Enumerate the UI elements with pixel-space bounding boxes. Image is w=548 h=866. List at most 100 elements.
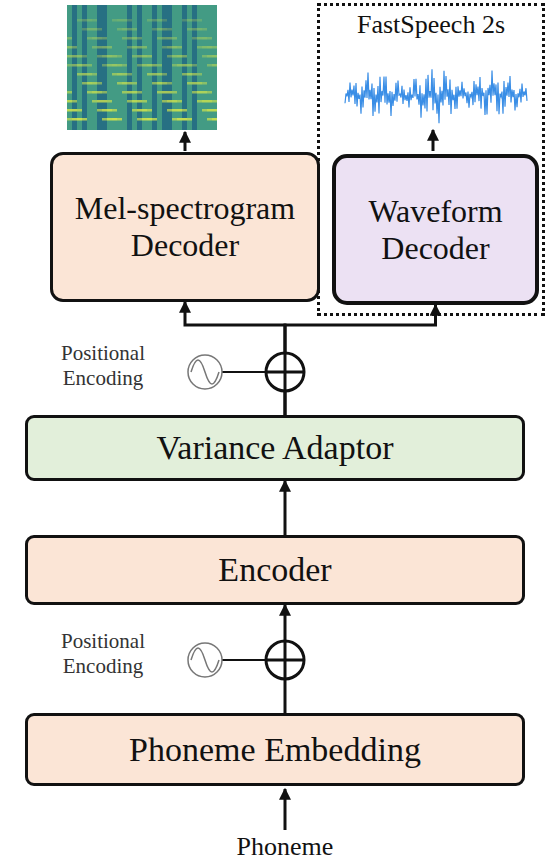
spectrogram-cell (127, 46, 132, 49)
spectrogram-cell (97, 55, 102, 58)
spectrogram-cell (97, 100, 102, 103)
spectrogram-cell (82, 28, 87, 31)
spectrogram-cell (132, 28, 137, 31)
spectrogram-cell (142, 100, 147, 103)
spectrogram-cell (107, 118, 112, 121)
dashed-group-box: FastSpeech 2sWaveform Decoder (317, 3, 545, 316)
box-text: Mel-spectrogram Decoder (63, 190, 307, 264)
spectrogram-cell (117, 28, 122, 31)
box-text: Encoder (218, 550, 331, 589)
spectrogram-cell (152, 19, 157, 22)
spectrogram-cell (132, 55, 137, 58)
spectrogram-cell (112, 64, 117, 67)
spectrogram-cell (212, 64, 217, 67)
spectrogram-cell (92, 5, 97, 130)
spectrogram-cell (142, 118, 147, 121)
spectrogram-cell (67, 109, 72, 112)
flow-arrow (284, 605, 287, 713)
spectrogram-cell (102, 109, 107, 112)
spectrogram-cell (67, 5, 217, 130)
process-box: Phoneme Embedding (25, 713, 525, 786)
spectrogram-cell (182, 118, 187, 121)
spectrogram-cell (152, 82, 157, 85)
spectrogram-cell (92, 91, 97, 94)
spectrogram-cell (197, 37, 202, 40)
spectrogram-cell (117, 118, 122, 121)
spectrogram-cell (192, 73, 197, 76)
spectrogram-cell (212, 118, 217, 121)
spectrogram-cell (157, 19, 162, 22)
spectrogram-cell (97, 28, 102, 31)
spectrogram-cell (162, 5, 167, 130)
spectrogram-cell (142, 55, 147, 58)
spectrogram-cell (152, 64, 157, 67)
spectrogram-cell (162, 37, 167, 40)
spectrogram-cell (72, 109, 77, 112)
spectrogram-cell (167, 37, 172, 40)
spectrogram-cell (122, 73, 127, 76)
spectrogram-cell (157, 28, 162, 31)
spectrogram-cell (182, 5, 187, 130)
spectrogram-cell (212, 109, 217, 112)
spectrogram-cell (172, 64, 177, 67)
spectrogram-cell (97, 37, 102, 40)
spectrogram-cell (182, 64, 187, 67)
spectrogram-cell (137, 109, 142, 112)
sine-symbol (191, 360, 219, 384)
spectrogram-cell (102, 118, 107, 121)
spectrogram-cell (77, 55, 82, 58)
spectrogram-cell (67, 64, 72, 67)
spectrogram-cell (207, 37, 212, 40)
spectrogram-cell (197, 19, 202, 22)
spectrogram-cell (72, 46, 77, 49)
spectrogram-cell (162, 100, 167, 103)
spectrogram-cell (137, 100, 142, 103)
spectrogram-cell (132, 109, 137, 112)
spectrogram-cell (147, 118, 152, 121)
spectrogram-cell (87, 73, 92, 76)
input-label: Phoneme (205, 831, 365, 862)
spectrogram-cell (182, 109, 187, 112)
spectrogram-cell (162, 73, 167, 76)
spectrogram-cell (147, 109, 152, 112)
spectrogram-cell (202, 37, 207, 40)
add-symbol (266, 353, 304, 391)
spectrogram-cell (97, 46, 102, 49)
spectrogram-cell (162, 19, 167, 22)
spectrogram-cell (162, 28, 167, 31)
spectrogram-cell (212, 5, 217, 130)
spectrogram-cell (87, 82, 92, 85)
spectrogram-cell (107, 46, 112, 49)
spectrogram-cell (92, 37, 97, 40)
spectrogram-cell (77, 109, 82, 112)
spectrogram-cell (202, 109, 207, 112)
spectrogram-cell (167, 100, 172, 103)
spectrogram-cell (172, 55, 177, 58)
spectrogram-cell (147, 73, 152, 76)
spectrogram-cell (107, 5, 112, 130)
add-symbol (284, 353, 287, 391)
spectrogram-cell (177, 55, 182, 58)
spectrogram-cell (102, 100, 107, 103)
spectrogram-cell (87, 37, 92, 40)
spectrogram-cell (202, 55, 207, 58)
spectrogram-cell (132, 46, 137, 49)
spectrogram-cell (112, 5, 117, 130)
spectrogram-cell (107, 55, 112, 58)
spectrogram-cell (92, 28, 97, 31)
spectrogram-cell (207, 5, 212, 130)
spectrogram-cell (192, 91, 197, 94)
output-arrow (432, 130, 435, 151)
sine-symbol (191, 648, 219, 672)
spectrogram-cell (72, 55, 77, 58)
spectrogram-cell (102, 55, 107, 58)
spectrogram-cell (212, 46, 217, 49)
spectrogram-cell (157, 82, 162, 85)
spectrogram-cell (192, 19, 197, 22)
spectrogram-cell (82, 73, 87, 76)
encoding-wire (222, 371, 265, 373)
spectrogram-cell (87, 5, 92, 130)
spectrogram-cell (132, 100, 137, 103)
spectrogram-cell (97, 109, 102, 112)
